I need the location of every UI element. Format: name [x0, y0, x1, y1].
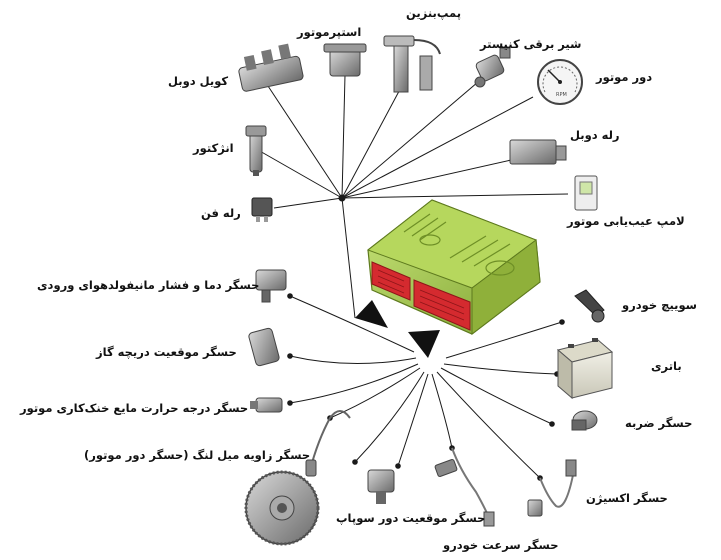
double-relay-part — [509, 139, 567, 165]
input-lines — [289, 295, 563, 479]
fuel-pump-part — [383, 35, 441, 93]
rpm-gauge-text: RPM — [556, 92, 567, 98]
knock-sensor-part — [571, 410, 598, 431]
label-oxygen-sensor: حسگر اکسیژن — [586, 491, 668, 505]
label-mil-lamp: لامپ عیب‌یابی موتور — [567, 214, 685, 228]
coolant-sensor-part — [250, 397, 283, 413]
flywheel-part — [244, 470, 320, 546]
battery-part — [556, 338, 614, 400]
label-crank-sensor: حسگر زاویه میل لنگ (حسگر دور موتور) — [84, 448, 311, 462]
crank-sensor-part — [305, 410, 351, 477]
oxygen-sensor-part — [527, 459, 577, 517]
stepper-motor-part — [323, 43, 367, 77]
ecu-unit — [366, 199, 541, 336]
label-coolant-sensor: حسگر درجه حرارت مایع خنک‌کاری موتور — [20, 401, 249, 415]
label-tps-sensor: حسگر موقعیت دریچه گاز — [96, 345, 237, 359]
output-hub — [338, 194, 346, 202]
label-cam-sensor: حسگر موقعیت دور سوپاپ — [336, 511, 486, 525]
mil-lamp-part — [574, 175, 598, 211]
rpm-gauge-part: RPM — [537, 59, 583, 105]
injector-part — [245, 125, 267, 176]
label-stepper: استپرموتور — [297, 25, 362, 39]
label-rpm: دور موتور — [596, 70, 653, 84]
speed-sensor-part — [434, 447, 495, 527]
label-knock-sensor: حسگر ضربه — [625, 416, 693, 430]
label-canister: شیر برقی کنیستر — [480, 37, 582, 51]
label-double-coil: کویل دوبل — [168, 74, 229, 88]
canister-valve-part — [474, 47, 511, 88]
double-coil-part — [238, 43, 304, 92]
label-double-relay: رله دوبل — [570, 128, 620, 142]
label-switch: سوییچ خودرو — [622, 298, 697, 312]
key-switch-part — [574, 289, 605, 323]
label-speed-sensor: حسگر سرعت خودرو — [443, 538, 559, 552]
fan-relay-part — [251, 197, 273, 222]
map-sensor-part — [255, 269, 287, 303]
output-arrow — [355, 300, 388, 328]
label-pump: پمپ‌بنزین — [406, 6, 462, 20]
cam-sensor-part — [367, 469, 395, 504]
label-map-sensor: حسگر دما و فشار مانیفولدهوای ورودی — [37, 278, 260, 292]
label-injector: انژکتور — [193, 141, 234, 155]
output-lines — [257, 74, 569, 319]
label-battery: باتری — [651, 359, 682, 373]
input-dots — [287, 293, 565, 481]
input-arrow — [408, 330, 440, 358]
label-fan-relay: رله فن — [201, 206, 241, 220]
tps-sensor-part — [248, 327, 280, 367]
